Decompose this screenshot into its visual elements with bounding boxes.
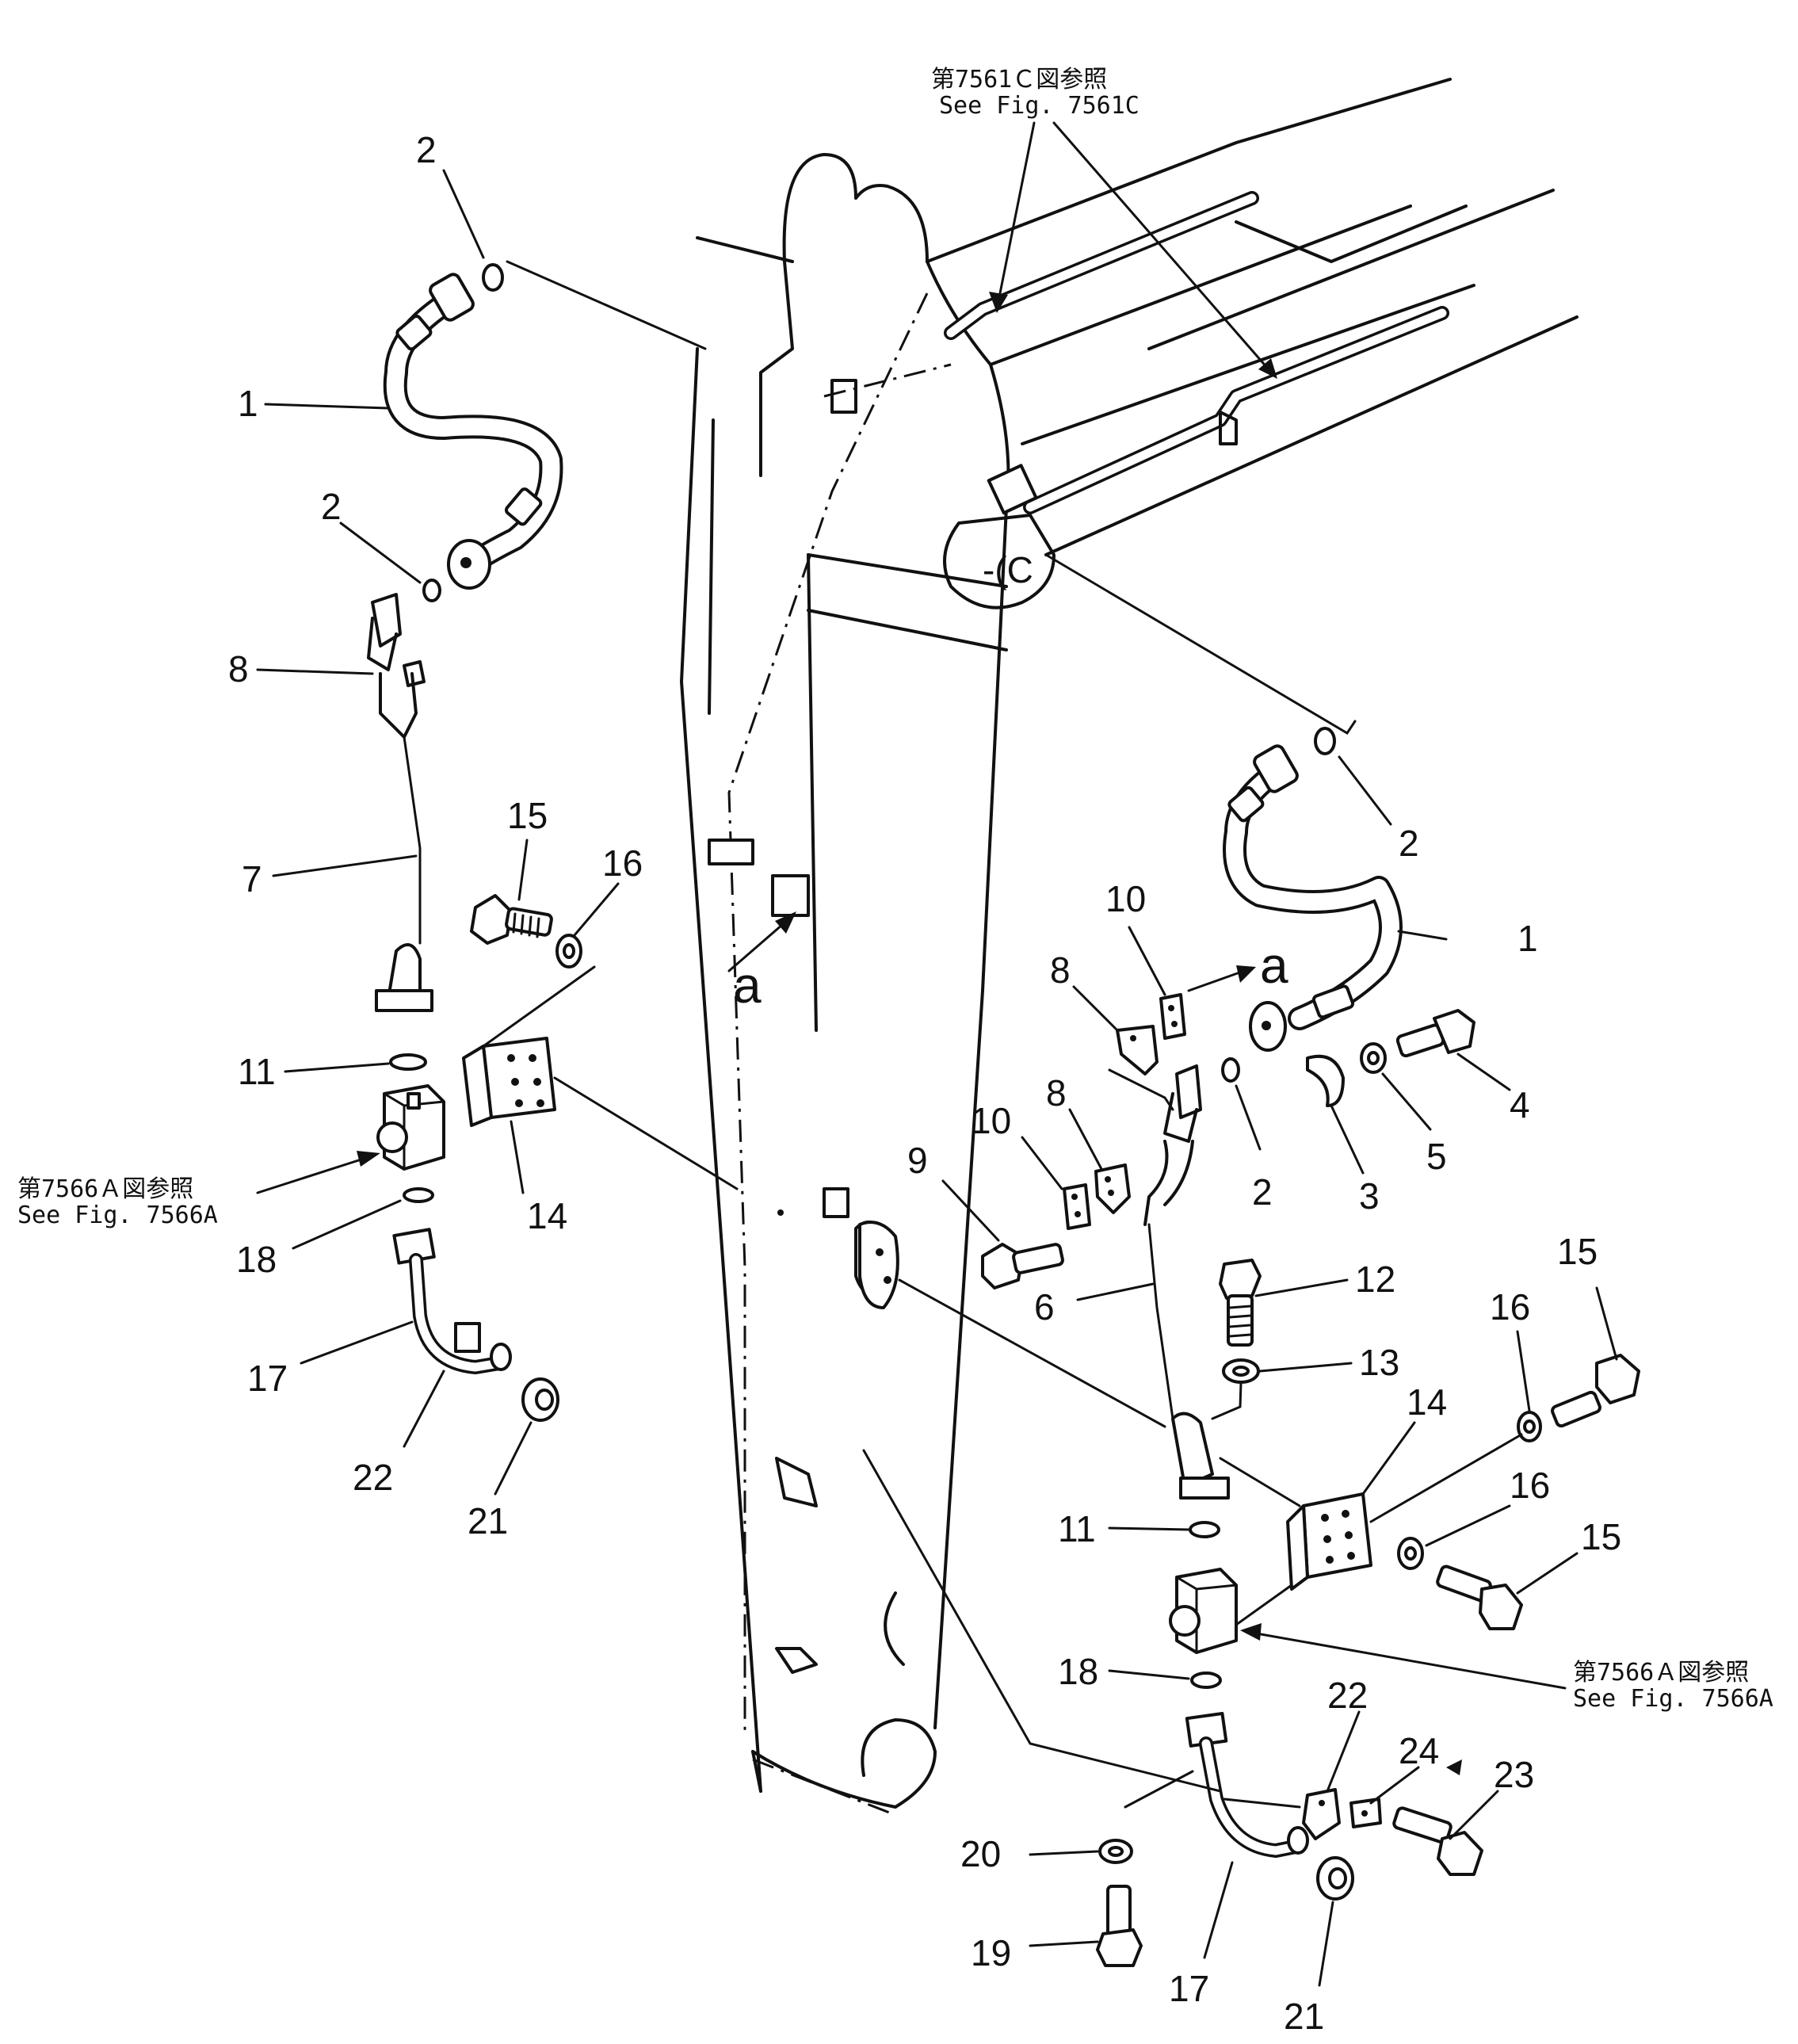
callout-23: 23 bbox=[1494, 1754, 1534, 1795]
callout-8: 8 bbox=[1050, 949, 1071, 991]
callout-2: 2 bbox=[1252, 1171, 1273, 1213]
callout-2: 2 bbox=[321, 486, 342, 527]
reference-right-en: See Fig. 7566A bbox=[1573, 1685, 1773, 1713]
callout-14: 14 bbox=[1407, 1381, 1447, 1423]
callout-6: 6 bbox=[1034, 1286, 1055, 1328]
callout-10: 10 bbox=[971, 1100, 1011, 1141]
callout-17: 17 bbox=[1169, 1968, 1209, 2009]
reference-right-jp: 第7566Ａ図参照 bbox=[1573, 1659, 1749, 1687]
right-callouts: 2 1 10 8 4 8 10 9 2 3 5 16 15 12 6 13 14… bbox=[907, 755, 1621, 2037]
view-mark-a-left: a bbox=[733, 957, 762, 1014]
callout-12: 12 bbox=[1355, 1259, 1395, 1300]
callout-16: 16 bbox=[1510, 1465, 1550, 1506]
callout-5: 5 bbox=[1426, 1136, 1447, 1177]
callout-2: 2 bbox=[416, 129, 437, 170]
callout-10: 10 bbox=[1105, 878, 1146, 919]
callout-15: 15 bbox=[1581, 1516, 1621, 1557]
right-assembly: a bbox=[858, 553, 1640, 1967]
callout-7: 7 bbox=[242, 858, 262, 900]
callout-24: 24 bbox=[1399, 1730, 1439, 1771]
reference-top: 第7561Ｃ図参照 See Fig. 7561C bbox=[931, 66, 1277, 379]
callout-14: 14 bbox=[527, 1195, 567, 1236]
callout-17: 17 bbox=[247, 1358, 288, 1399]
callout-1: 1 bbox=[1517, 918, 1538, 959]
callout-18: 18 bbox=[236, 1239, 277, 1280]
reference-left-jp: 第7566Ａ図参照 bbox=[17, 1175, 193, 1203]
boom-top-tube bbox=[823, 191, 1449, 515]
callout-22: 22 bbox=[1327, 1675, 1368, 1716]
boom-arm: -(C bbox=[680, 78, 1578, 1817]
callout-9: 9 bbox=[907, 1140, 928, 1181]
reference-top-jp: 第7561Ｃ図参照 bbox=[931, 66, 1107, 94]
callout-19: 19 bbox=[971, 1932, 1011, 1973]
callout-1: 1 bbox=[238, 383, 258, 424]
view-mark-a-right: a bbox=[1260, 937, 1288, 994]
callout-15: 15 bbox=[507, 795, 548, 836]
callout-20: 20 bbox=[960, 1833, 1001, 1874]
left-assembly: a bbox=[367, 260, 796, 1422]
callout-21: 21 bbox=[468, 1500, 508, 1542]
callout-11: 11 bbox=[1058, 1508, 1096, 1549]
reference-right: 第7566Ａ図参照 See Fig. 7566A bbox=[1240, 1623, 1773, 1713]
callout-3: 3 bbox=[1359, 1175, 1380, 1217]
callout-13: 13 bbox=[1359, 1342, 1399, 1383]
callout-16: 16 bbox=[1490, 1286, 1530, 1328]
callout-15: 15 bbox=[1557, 1231, 1598, 1272]
callout-16: 16 bbox=[602, 842, 643, 884]
callout-8: 8 bbox=[228, 648, 249, 690]
reference-left: 第7566Ａ図参照 See Fig. 7566A bbox=[17, 1151, 380, 1229]
callout-4: 4 bbox=[1510, 1084, 1530, 1125]
reference-left-en: See Fig. 7566A bbox=[17, 1202, 218, 1229]
callout-22: 22 bbox=[353, 1457, 393, 1498]
callout-8: 8 bbox=[1046, 1072, 1067, 1114]
callout-2: 2 bbox=[1399, 823, 1419, 864]
left-callouts: 2 1 2 8 7 15 16 11 14 18 17 22 21 bbox=[228, 129, 643, 1542]
callout-18: 18 bbox=[1058, 1651, 1098, 1692]
callout-21: 21 bbox=[1284, 1996, 1324, 2037]
reference-top-en: See Fig. 7561C bbox=[939, 92, 1139, 120]
pivot-mark: -(C bbox=[983, 549, 1033, 590]
callout-11: 11 bbox=[238, 1051, 276, 1092]
